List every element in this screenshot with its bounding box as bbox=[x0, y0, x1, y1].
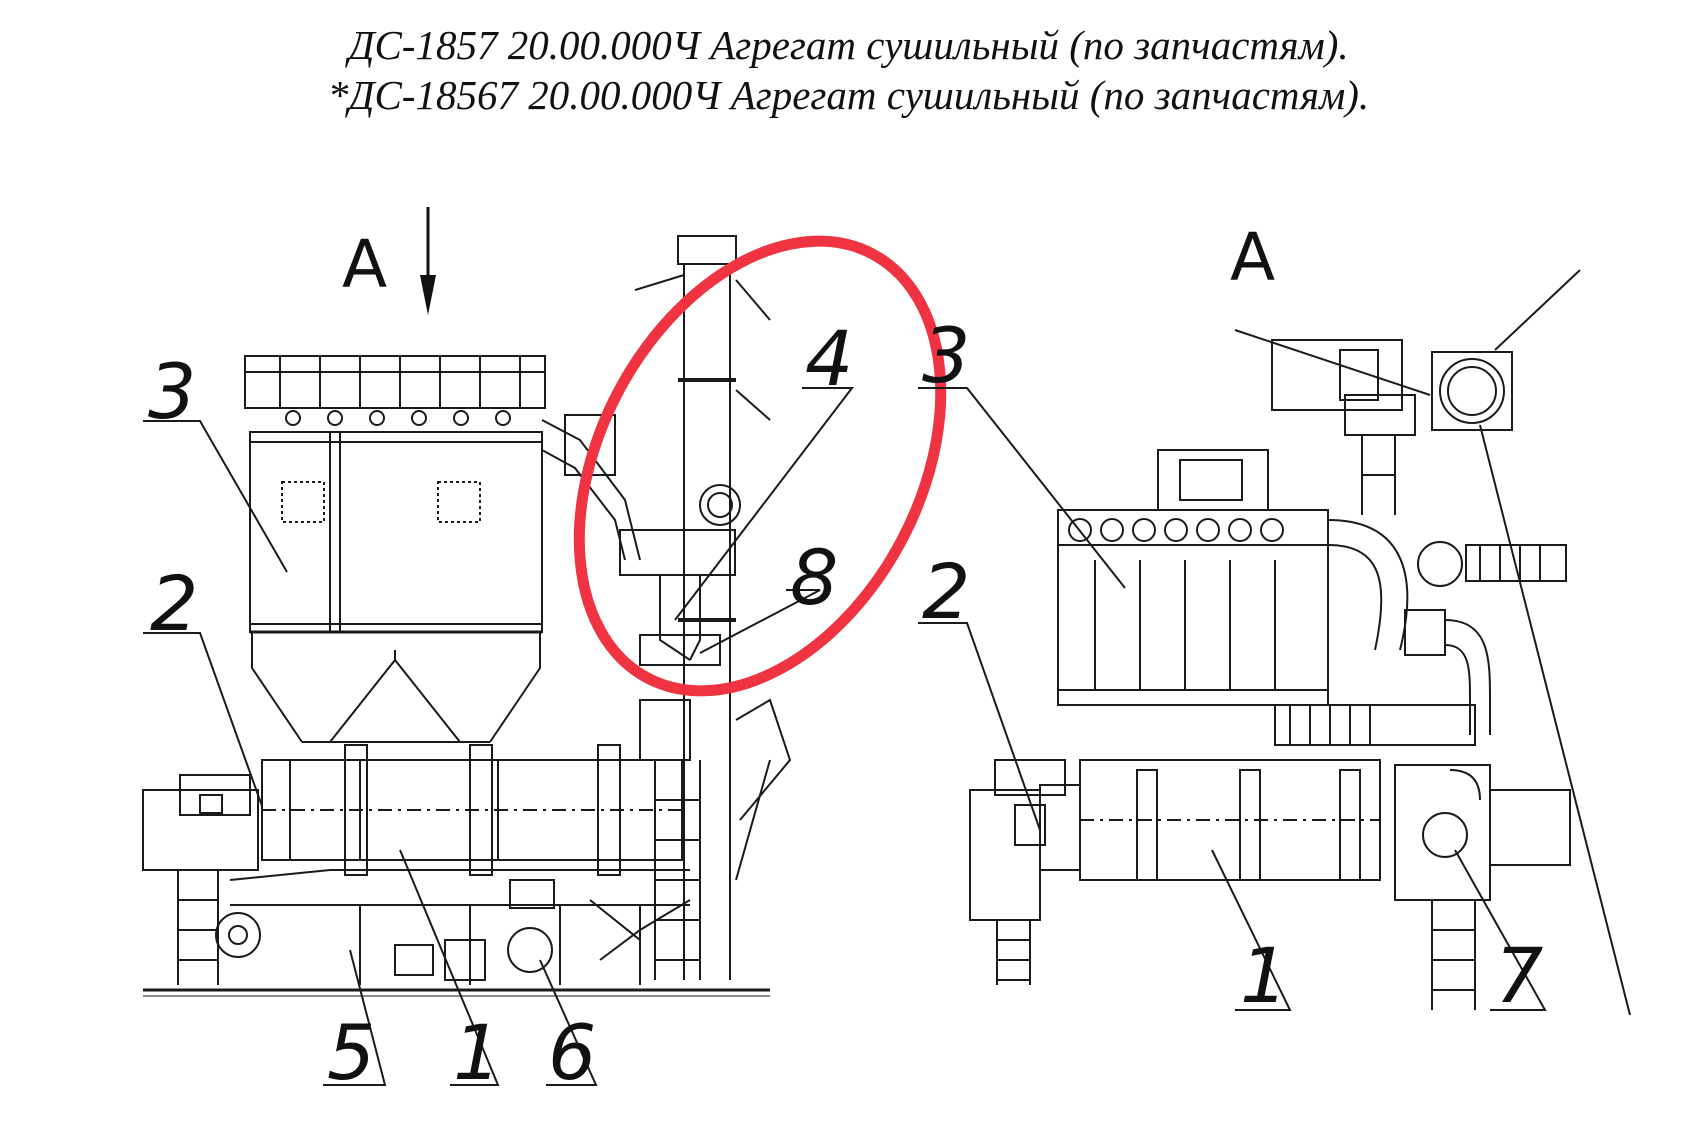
right-view-direction-label: А bbox=[1230, 219, 1275, 296]
right-callout-3: 3 bbox=[922, 311, 970, 400]
left-view-direction-label: А bbox=[342, 226, 387, 303]
left-callout-3: 3 bbox=[148, 347, 196, 436]
right-callout-7: 7 bbox=[1495, 931, 1543, 1020]
left-leader-lines bbox=[143, 387, 855, 1086]
view-arrow bbox=[420, 207, 436, 315]
left-callout-2: 2 bbox=[150, 559, 198, 648]
title-line-1: ДС-1857 20.00.000Ч Агрегат сушильный (по… bbox=[348, 22, 1349, 68]
right-leader-lines bbox=[918, 387, 1547, 1011]
left-callout-1: 1 bbox=[453, 1008, 501, 1097]
left-callout-6: 6 bbox=[548, 1008, 596, 1097]
title-line-2: *ДС-18567 20.00.000Ч Агрегат сушильный (… bbox=[327, 72, 1370, 118]
right-callout-2: 2 bbox=[922, 547, 970, 636]
left-callout-4: 4 bbox=[805, 314, 853, 403]
right-view-linework bbox=[969, 269, 1631, 1016]
left-callout-5: 5 bbox=[327, 1008, 375, 1097]
left-callout-8: 8 bbox=[790, 533, 838, 622]
left-view-linework bbox=[142, 235, 792, 997]
highlight-ellipse bbox=[573, 235, 947, 697]
right-view: А 3 2 1 7 bbox=[918, 219, 1631, 1020]
left-view: А 3 2 4 8 5 1 6 bbox=[142, 207, 855, 1097]
right-callout-1: 1 bbox=[1240, 931, 1288, 1020]
